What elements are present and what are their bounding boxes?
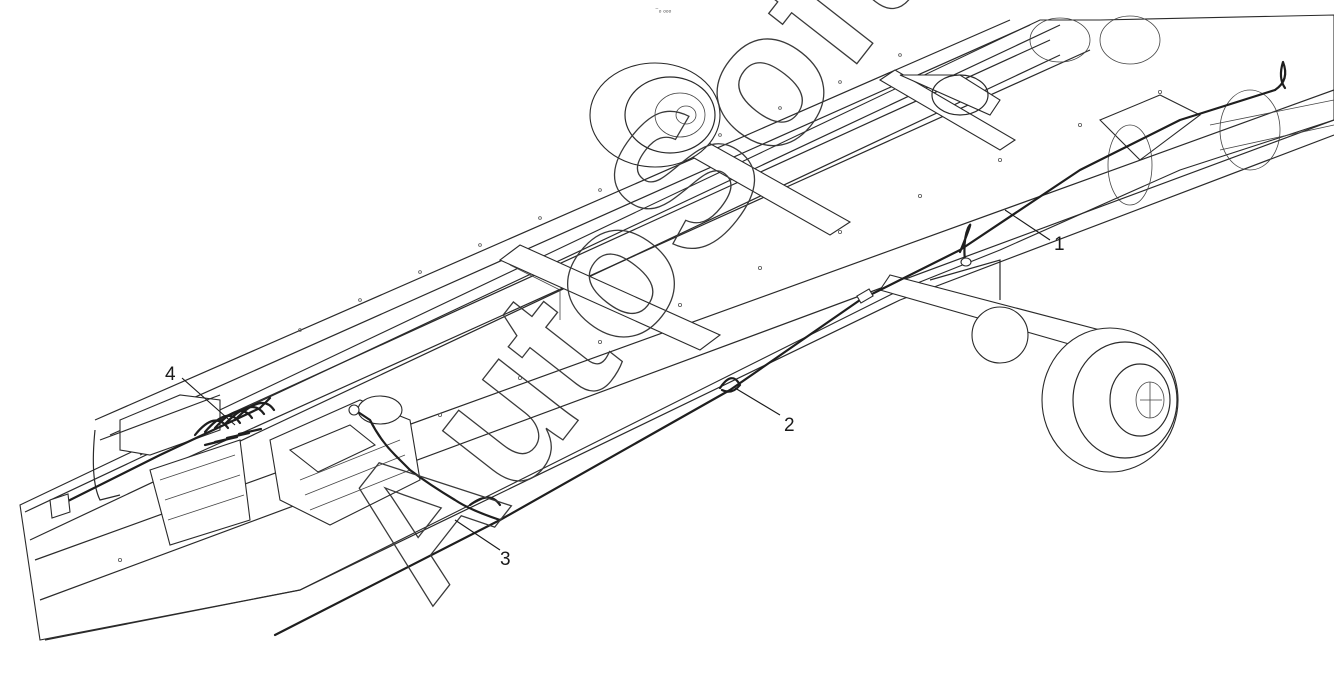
left-end-connector [49, 493, 71, 519]
engine-transmission [92, 394, 421, 546]
callout-4: 4 [165, 364, 176, 385]
callout-3: 3 [500, 549, 511, 570]
callout-leaders [181, 209, 1051, 551]
cross-members [498, 69, 1017, 351]
rear-axle [879, 259, 1101, 364]
inline-connector [856, 288, 874, 304]
header-mark: ⁻ₒ ₒₒₒ [655, 7, 672, 14]
callout-2: 2 [784, 415, 795, 436]
leader-4 [181, 377, 236, 426]
callout-1: 1 [1054, 234, 1065, 255]
harness-main-run [273, 88, 1277, 637]
watermark: AutoSoft [295, 0, 956, 635]
rear-wheel-near [1041, 327, 1179, 473]
sensor-connector [960, 257, 972, 267]
leader-2 [734, 387, 781, 416]
front-suspension [899, 15, 1161, 116]
transmission-connector [348, 404, 360, 416]
harness-clip-loop [718, 377, 742, 393]
harness-sensor-loop [958, 223, 972, 264]
leader-3 [454, 519, 501, 551]
leader-1 [1004, 209, 1051, 241]
harness-rear-branch [1273, 60, 1287, 92]
front-wheel-far [589, 62, 721, 168]
harness-branch-3 [353, 408, 502, 522]
